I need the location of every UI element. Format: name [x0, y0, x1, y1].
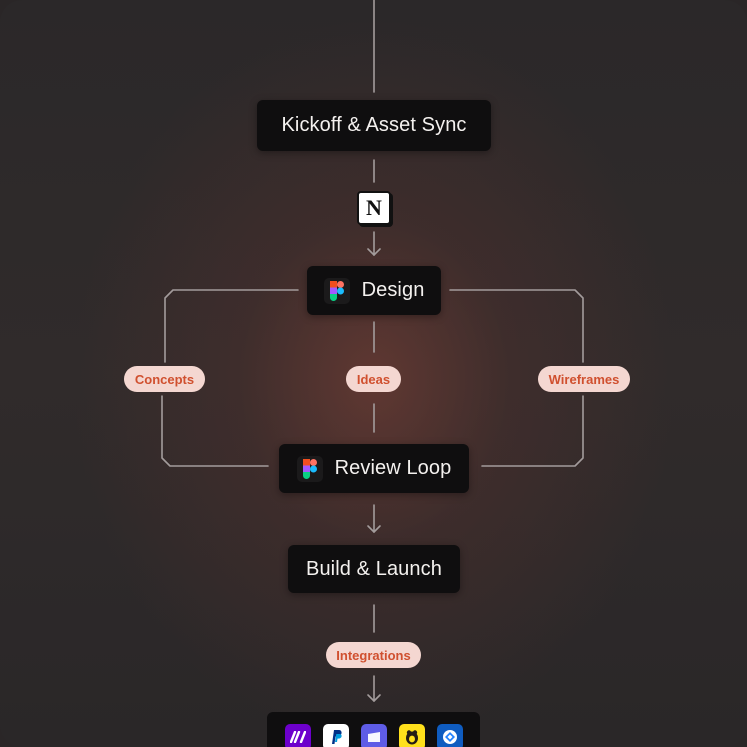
design-label: Design	[361, 279, 425, 301]
paypal-icon	[322, 724, 349, 747]
review-loop-node[interactable]: Review Loop	[279, 444, 469, 493]
connector-wireframes-review	[481, 395, 584, 467]
arrow-head-build	[367, 525, 381, 533]
make-icon	[284, 724, 311, 747]
notion-icon: N	[357, 191, 391, 225]
build-launch-node[interactable]: Build & Launch	[288, 545, 460, 593]
arrow-head-tray	[367, 694, 381, 702]
ideas-pill: Ideas	[346, 366, 401, 392]
connector-design-wireframes	[449, 289, 584, 363]
integrations-pill: Integrations	[326, 642, 421, 668]
concepts-pill: Concepts	[124, 366, 205, 392]
kickoff-node[interactable]: Kickoff & Asset Sync	[257, 100, 491, 151]
connector-design-concepts	[164, 289, 299, 363]
figma-icon	[323, 277, 350, 304]
connector-concepts-review	[161, 395, 269, 467]
figma-icon	[296, 455, 323, 482]
review-loop-label: Review Loop	[334, 457, 452, 479]
integrations-tray	[267, 712, 480, 747]
design-node[interactable]: Design	[307, 266, 441, 315]
kickoff-label: Kickoff & Asset Sync	[281, 114, 467, 136]
mailchimp-icon	[398, 724, 425, 747]
arrow-head-design	[367, 248, 381, 256]
wireframes-pill: Wireframes	[538, 366, 630, 392]
linear-icon	[360, 724, 387, 747]
jira-icon	[436, 724, 463, 747]
build-launch-label: Build & Launch	[306, 557, 442, 580]
